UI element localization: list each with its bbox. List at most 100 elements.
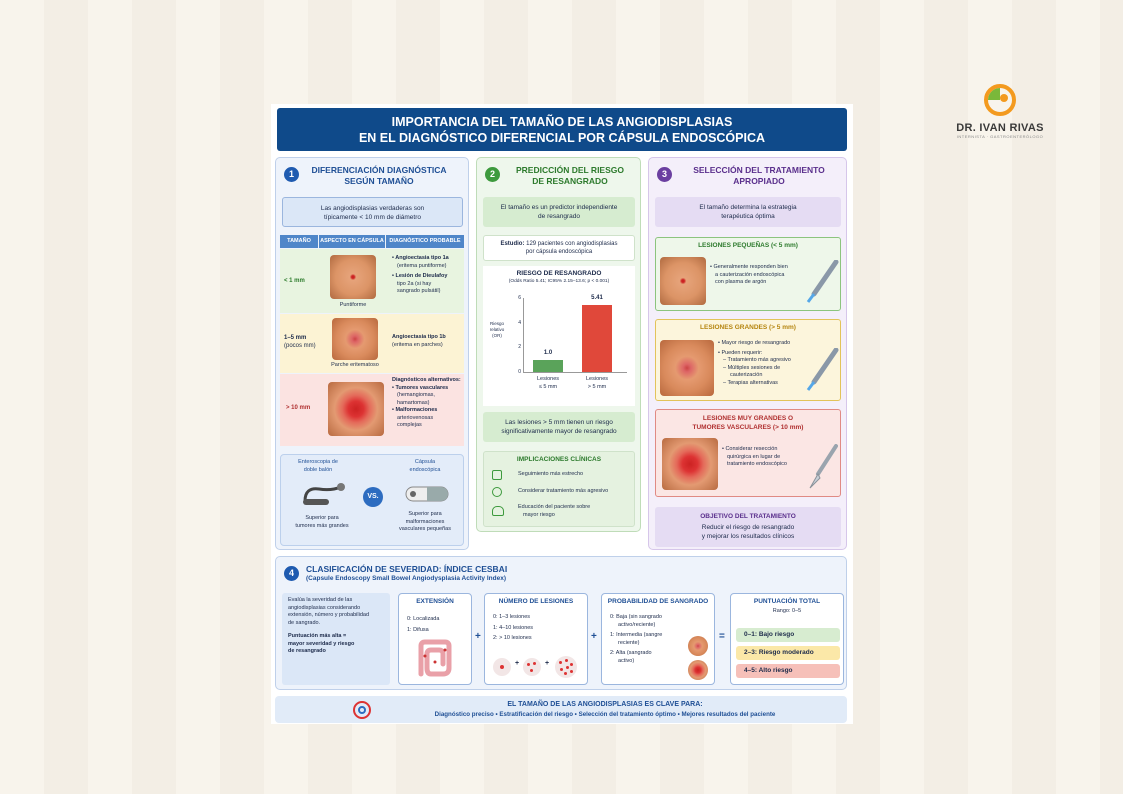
enteroscopy-desc-line2: tumores más grandes [295, 522, 349, 529]
plus-sign: + [545, 660, 550, 667]
section-title-line2: SEGÚN TAMAÑO [344, 176, 414, 186]
implication-item: Seguimiento más estrecho [518, 471, 584, 477]
capsule-desc-line2: malformaciones [405, 518, 445, 525]
intro-line: de resangrado [288, 648, 326, 654]
card-title: LESIONES PEQUEÑAS (< 5 mm) [698, 242, 798, 249]
size-note: Las angiodisplasias verdaderas son típic… [282, 197, 463, 227]
diagnosis-line: • Angioectasia tipo 1a [392, 255, 449, 261]
y-tick-label: 4 [518, 319, 521, 326]
card-item: 2: > 10 lesiones [493, 635, 532, 641]
diagnosis-line: • Lesión de Dieulafoy [392, 273, 448, 279]
argon-probe-icon [806, 259, 840, 309]
cesbai-subtitle: (Capsule Endoscopy Small Bowel Angiodysp… [306, 575, 506, 582]
table-header: TAMAÑO ASPECTO EN CÁPSULA DIAGNÓSTICO PR… [280, 235, 464, 248]
lesion-dot [527, 663, 530, 666]
lesion-dot [570, 670, 573, 673]
diagnosis-line: sangrado pulsátil) [397, 288, 441, 294]
card-item: 0: Baja (sin sangrado [610, 614, 662, 620]
plus-sign: + [475, 631, 481, 642]
logo-name: DR. IVAN RIVAS [956, 122, 1044, 134]
section-number: 3 [657, 167, 672, 182]
card-item: activo/reciente) [618, 621, 656, 628]
shield-check-icon [492, 470, 502, 480]
card-title: LESIONES MUY GRANDES O TUMORES VASCULARE… [656, 414, 840, 432]
size-cell-line2: (pocos mm) [284, 343, 316, 349]
card-title-line1: LESIONES MUY GRANDES O [702, 415, 794, 422]
card-title: PROBABILIDAD DE SANGRADO [607, 598, 709, 605]
card-text-line: • Considerar resección [722, 446, 778, 452]
capsule-desc: Superior para malformaciones vasculares … [389, 511, 461, 534]
implications-title: IMPLICACIONES CLÍNICAS [516, 456, 602, 463]
size-cell: > 10 mm [286, 405, 311, 411]
intestine-icon [415, 638, 455, 683]
logo-icon [982, 82, 1018, 118]
x-tick-label: Lesiones≤ 5 mm [528, 376, 568, 391]
goal-line1: Reducir el riesgo de resangrado [701, 524, 795, 531]
card-item: 1: 4–10 lesiones [493, 624, 534, 631]
x-axis-line [523, 372, 627, 373]
enteroscopy-desc-line1: Superior para [305, 515, 339, 521]
size-cell: < 1 mm [284, 278, 305, 284]
intro-line: mayor severidad y riesgo [288, 640, 355, 647]
y-axis-line [523, 298, 524, 372]
table-row: > 10 mm Diagnósticos alternativos: • Tum… [280, 374, 464, 446]
score-moderate-risk: 2–3: Riesgo moderado [736, 646, 840, 660]
card-item: 1: Intermedia (sangre [610, 632, 663, 638]
lesion-dot [500, 665, 504, 669]
argon-probe-icon [806, 347, 840, 397]
card-item: 0: Localizada [407, 616, 440, 622]
enteroscopy-title: Enteroscopia de doble balón [285, 459, 351, 474]
card-title: PUNTUACIÓN TOTAL [753, 598, 821, 605]
study-text: 129 pacientes con angiodisplasias [524, 241, 618, 247]
diagnosis-line: Diagnósticos alternativos: [392, 377, 461, 383]
treatment-card-large: LESIONES GRANDES (> 5 mm) • Mayor riesgo… [655, 319, 841, 401]
chart-bar [582, 305, 612, 372]
lesion-image-patch [332, 318, 378, 360]
comparison-box: Enteroscopia de doble balón Superior par… [280, 454, 464, 546]
lesion-image [662, 438, 718, 490]
diagnosis-line: (eritema puntiforme) [397, 262, 447, 269]
versus-badge: VS. [363, 487, 383, 507]
section-title: PREDICCIÓN DEL RIESGO DE RESANGRADO [505, 165, 635, 187]
size-note-line1: Las angiodisplasias verdaderas son [320, 205, 425, 212]
bar-value-label: 1.0 [543, 349, 553, 356]
diagnosis-line: arteriovenosas [397, 414, 434, 421]
result-note-line2: significativamente mayor de resangrado [501, 428, 617, 435]
capsule-title: Cápsula endoscópica [389, 459, 461, 474]
x-tick-label-line: Lesiones [585, 376, 609, 382]
bleeding-image-intermediate [688, 636, 708, 656]
card-lesion-count: NÚMERO DE LESIONES 0: 1–3 lesiones 1: 4–… [484, 593, 588, 685]
treatment-card-small: LESIONES PEQUEÑAS (< 5 mm) • Generalment… [655, 237, 841, 311]
card-item: 2: Alta (sangrado [610, 650, 652, 656]
card-text-line: • Generalmente responden bien [710, 264, 788, 270]
section-title: DIFERENCIACIÓN DIAGNÓSTICA SEGÚN TAMAÑO [304, 165, 454, 187]
column-header-aspect: ASPECTO EN CÁPSULA [319, 235, 385, 248]
lesion-dot [530, 669, 533, 672]
y-tick-label: 0 [518, 369, 521, 375]
chart-subtitle: (Odds Ratio 5.41; IC95% 2.15–13.6; p < 0… [508, 279, 610, 284]
capsule-icon [405, 485, 449, 508]
implication-item: Educación del paciente sobre mayor riesg… [518, 504, 590, 519]
study-box: Estudio: 129 pacientes con angiodisplasi… [483, 235, 635, 261]
diagnosis-line: (hemangiomas, [397, 392, 435, 398]
section-number: 2 [485, 167, 500, 182]
size-note-line2: típicamente < 10 mm de diámetro [323, 214, 421, 221]
card-text-line: tratamiento endoscópico [727, 461, 787, 467]
lesion-dot [570, 663, 573, 666]
card-text-line: a cauterización endoscópica [715, 271, 785, 278]
x-tick-label-line: ≤ 5 mm [538, 383, 558, 390]
card-bleeding-probability: PROBABILIDAD DE SANGRADO 0: Baja (sin sa… [601, 593, 715, 685]
intro-line: Evalúa la severidad de las [288, 597, 353, 603]
cesbai-intro: Evalúa la severidad de las angiodisplasi… [282, 593, 390, 685]
plus-sign: + [591, 631, 597, 642]
table-row: 1–5 mm (pocos mm) Parche eritematoso Ang… [280, 314, 464, 373]
target-inner [358, 706, 366, 714]
card-text: • Mayor riesgo de resangrado • Pueden re… [718, 340, 814, 387]
diagnosis-cell: • Angioectasia tipo 1a (eritema puntifor… [392, 255, 464, 296]
equals-sign: = [719, 631, 725, 642]
score-range: Rango: 0–5 [772, 608, 802, 614]
predictor-note-line1: El tamaño es un predictor independiente [500, 204, 618, 211]
treatment-card-xlarge: LESIONES MUY GRANDES O TUMORES VASCULARE… [655, 409, 841, 497]
y-tick-label: 6 [518, 295, 521, 301]
